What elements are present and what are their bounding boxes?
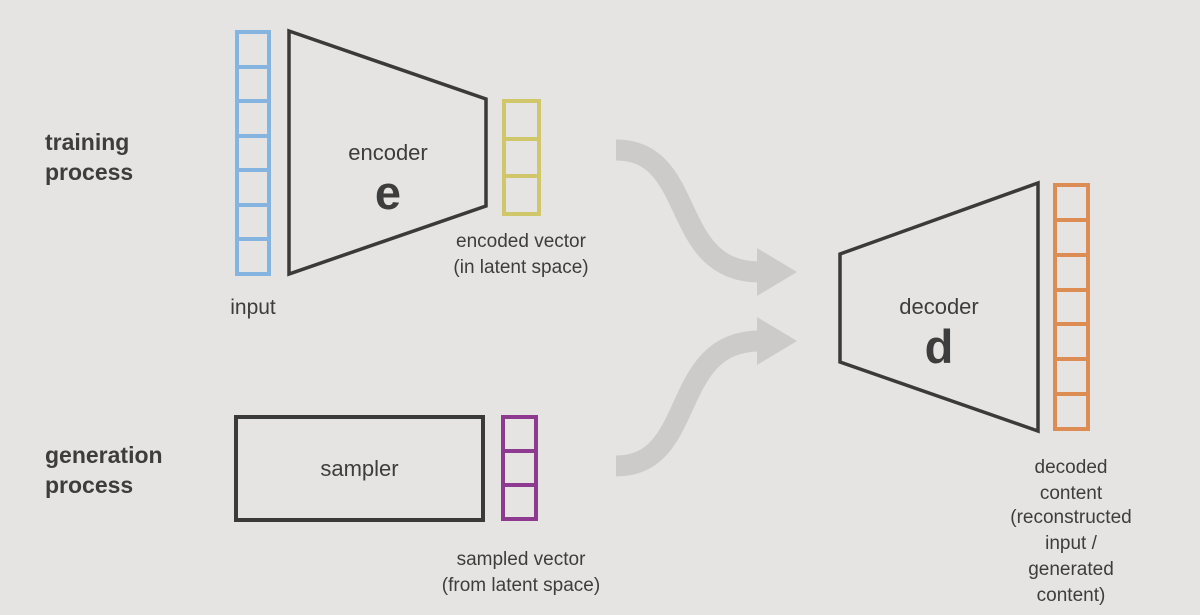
encoder-trapezoid: [287, 28, 488, 277]
encoded-vector: [502, 99, 541, 217]
vector-cell: [235, 30, 271, 69]
vector-cell: [1053, 183, 1090, 222]
training-process-label: training process: [45, 129, 134, 185]
vector-cell: [1053, 252, 1090, 292]
vector-cell: [501, 415, 538, 453]
vector-cell: [235, 133, 271, 173]
input-label: input: [230, 296, 276, 319]
vector-cell: [235, 168, 271, 207]
vector-cell: [502, 136, 541, 179]
decoder-trapezoid: [838, 180, 1040, 434]
vector-cell: [235, 64, 271, 104]
vector-cell: [235, 99, 271, 138]
training-arrow: [615, 139, 797, 296]
decoder-label: decoder d: [899, 268, 979, 398]
vector-cell: [501, 449, 538, 487]
vector-cell: [501, 483, 538, 521]
sampler-label: sampler: [320, 455, 399, 481]
input-vector: [235, 30, 271, 277]
vector-cell: [1053, 217, 1090, 257]
vector-cell: [235, 202, 271, 242]
generation-arrow: [615, 317, 797, 477]
vector-cell: [235, 237, 271, 277]
vector-cell: [1053, 322, 1090, 362]
vector-cell: [1053, 392, 1090, 432]
decoder-title: decoder: [899, 294, 979, 319]
encoder-symbol: e: [374, 166, 402, 219]
sampled-vector: [501, 415, 538, 521]
decoder-symbol: d: [924, 320, 954, 373]
sampled-vector-caption: sampled vector (from latent space): [441, 549, 601, 596]
decoded-content-label: decoded content: [1034, 457, 1108, 504]
encoder-title: encoder: [348, 140, 428, 165]
decoded-vector: [1053, 183, 1090, 432]
vector-cell: [502, 174, 541, 217]
sampler-box: sampler: [234, 415, 485, 522]
encoded-vector-caption: encoded vector (in latent space): [453, 231, 589, 278]
vector-cell: [502, 99, 541, 141]
decoded-note-label: (reconstructed input / generated content…: [1010, 507, 1132, 606]
vector-cell: [1053, 357, 1090, 397]
vector-cell: [1053, 287, 1090, 327]
encoder-label: encoder e: [348, 114, 428, 244]
generation-process-label: generation process: [45, 442, 163, 498]
